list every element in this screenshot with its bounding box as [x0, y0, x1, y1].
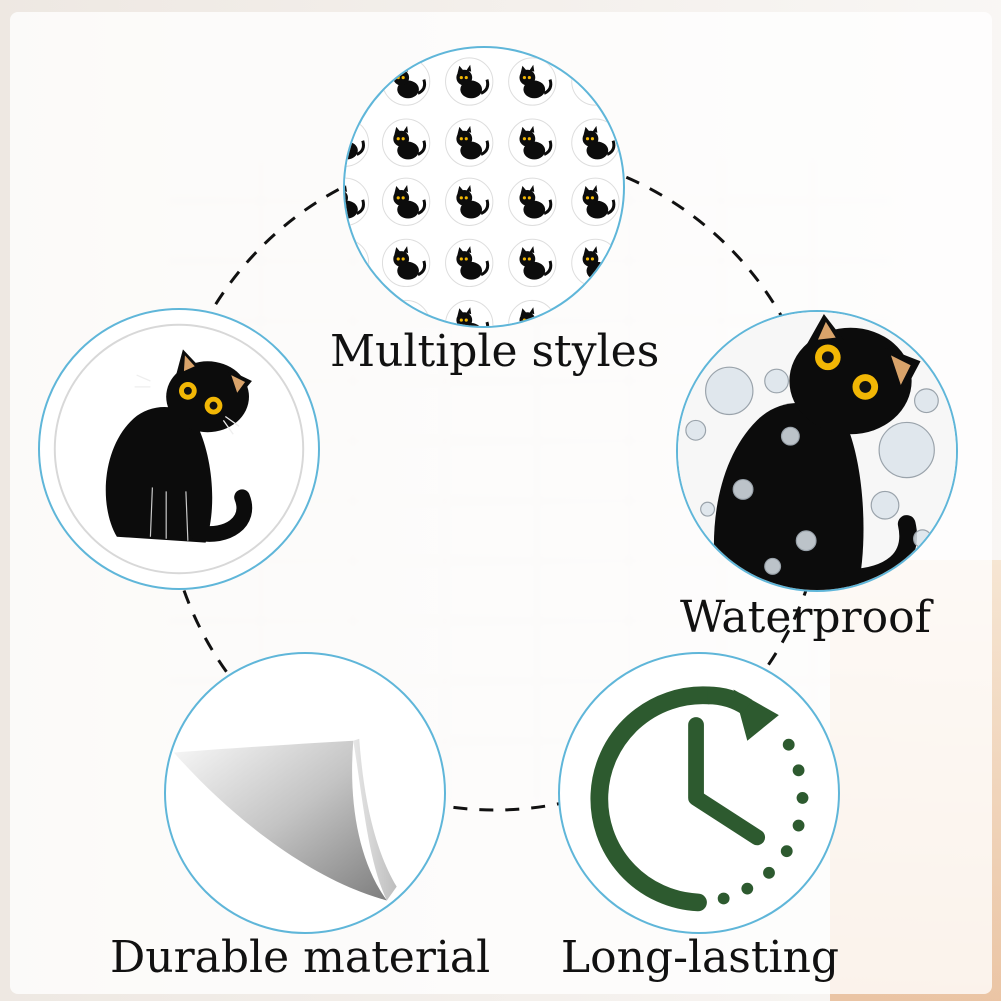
durable-material-caption: Durable material [110, 932, 491, 983]
multiple-styles-badge [343, 46, 625, 328]
cat-sticker-badge [38, 308, 320, 590]
clock-arrow-icon [590, 686, 809, 912]
water-drops-icon [678, 312, 956, 590]
cat-pattern-icon [345, 56, 621, 326]
long-lasting-badge [558, 652, 840, 934]
multiple-styles-caption: Multiple styles [330, 326, 660, 377]
cat-sticker-icon [53, 323, 305, 575]
durable-material-badge [164, 652, 446, 934]
long-lasting-caption: Long-lasting [560, 932, 840, 983]
waterproof-badge [676, 310, 958, 592]
waterproof-caption: Waterproof [680, 592, 931, 643]
peel-sticker-icon [173, 738, 397, 901]
